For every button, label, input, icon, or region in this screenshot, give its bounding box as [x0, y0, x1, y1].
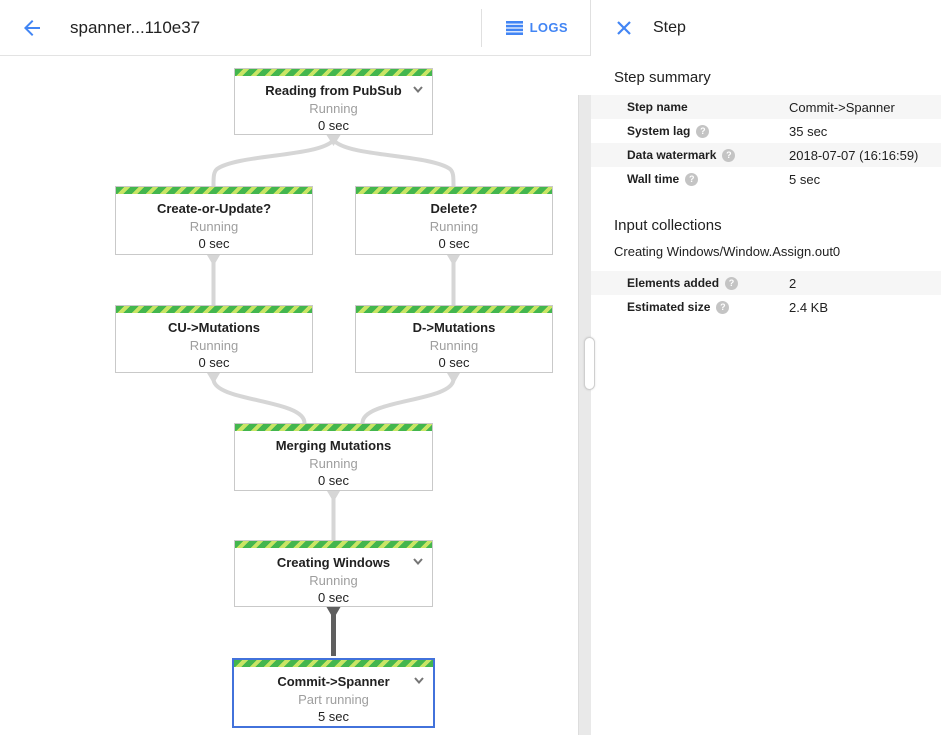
node-title: Reading from PubSub [265, 83, 402, 98]
running-progress-stripe [356, 187, 552, 194]
node-time: 0 sec [317, 473, 350, 488]
running-progress-stripe [356, 306, 552, 313]
node-time: 5 sec [317, 709, 350, 724]
running-progress-stripe [116, 306, 312, 313]
chevron-down-icon[interactable] [411, 82, 425, 96]
step-summary-table: Step name Commit->Spanner System lag? 35… [591, 95, 941, 191]
running-progress-stripe [235, 69, 432, 76]
table-row: Wall time? 5 sec [591, 167, 941, 191]
table-row: System lag? 35 sec [591, 119, 941, 143]
node-title: Delete? [430, 201, 478, 216]
help-icon[interactable]: ? [716, 300, 730, 314]
graph-scrollbar[interactable] [578, 95, 591, 735]
graph-node-cu-mutations[interactable]: CU->Mutations Running 0 sec [115, 305, 313, 373]
node-title: CU->Mutations [167, 320, 261, 335]
running-progress-stripe [235, 541, 432, 548]
header-actions: LOGS [480, 0, 590, 55]
graph-node-reading-from-pubsub[interactable]: Reading from PubSub Running 0 sec [234, 68, 433, 135]
chevron-down-icon[interactable] [411, 554, 425, 568]
row-value: 2018-07-07 (16:16:59) [789, 147, 919, 163]
panel-header: Step [591, 0, 941, 56]
panel-title: Step [653, 19, 686, 36]
node-time: 0 sec [317, 590, 350, 605]
graph-edges [207, 135, 460, 656]
panel-body: Step summary Step name Commit->Spanner S… [591, 56, 941, 319]
help-icon[interactable]: ? [696, 124, 710, 138]
running-progress-stripe [235, 424, 432, 431]
node-status: Running [429, 338, 479, 353]
back-arrow-icon[interactable] [20, 16, 44, 40]
logs-label: LOGS [529, 20, 568, 35]
graph-node-delete[interactable]: Delete? Running 0 sec [355, 186, 553, 255]
chevron-down-icon[interactable] [412, 673, 426, 687]
step-summary-heading: Step summary [614, 69, 711, 86]
running-progress-stripe [116, 187, 312, 194]
row-label: Data watermark? [627, 148, 789, 162]
row-label: System lag? [627, 124, 789, 138]
row-value: 35 sec [789, 123, 828, 139]
help-icon[interactable]: ? [725, 276, 739, 290]
row-label: Estimated size? [627, 300, 789, 314]
node-title: Creating Windows [276, 555, 391, 570]
node-time: 0 sec [198, 355, 230, 370]
logs-icon [505, 20, 523, 35]
row-value: Commit->Spanner [789, 99, 895, 115]
node-status: Running [309, 101, 358, 116]
node-status: Running [309, 573, 358, 588]
graph-node-creating-windows[interactable]: Creating Windows Running 0 sec [234, 540, 433, 607]
node-status: Running [189, 338, 239, 353]
graph-header: spanner...110e37 LOGS [0, 0, 590, 56]
help-icon[interactable]: ? [685, 172, 699, 186]
close-icon[interactable] [615, 19, 633, 37]
row-value: 2.4 KB [789, 299, 829, 315]
node-title: Merging Mutations [275, 438, 392, 453]
node-time: 0 sec [438, 236, 470, 251]
node-title: D->Mutations [412, 320, 496, 335]
panel-resize-handle[interactable] [584, 337, 595, 390]
row-label: Step name [627, 100, 688, 114]
node-title: Commit->Spanner [277, 674, 390, 689]
job-graph-panel: spanner...110e37 LOGS [0, 0, 591, 735]
logs-button[interactable]: LOGS [482, 20, 590, 35]
graph-node-d-mutations[interactable]: D->Mutations Running 0 sec [355, 305, 553, 373]
header-divider [480, 8, 482, 47]
table-row: Data watermark? 2018-07-07 (16:16:59) [591, 143, 941, 167]
row-value: 2 [789, 275, 797, 291]
node-status: Running [189, 219, 239, 234]
collection-name: Creating Windows/Window.Assign.out0 [614, 244, 841, 259]
node-status: Running [309, 456, 358, 471]
graph-node-create-or-update[interactable]: Create-or-Update? Running 0 sec [115, 186, 313, 255]
step-detail-panel: Step Step summary Step name Commit->Span… [591, 0, 941, 735]
node-time: 0 sec [317, 118, 350, 133]
help-icon[interactable]: ? [722, 148, 736, 162]
node-time: 0 sec [198, 236, 230, 251]
node-status: Running [429, 219, 479, 234]
input-collections-table: Elements added? 2 Estimated size? 2.4 KB [591, 271, 941, 319]
node-time: 0 sec [438, 355, 470, 370]
table-row: Step name Commit->Spanner [591, 95, 941, 119]
node-title: Create-or-Update? [156, 201, 272, 216]
graph-canvas: Reading from PubSub Running 0 sec Create… [0, 56, 591, 735]
running-progress-stripe [234, 660, 433, 667]
table-row: Elements added? 2 [591, 271, 941, 295]
table-row: Estimated size? 2.4 KB [591, 295, 941, 319]
graph-node-merging-mutations[interactable]: Merging Mutations Running 0 sec [234, 423, 433, 491]
graph-node-commit-spanner[interactable]: Commit->Spanner Part running 5 sec [232, 658, 435, 728]
job-title: spanner...110e37 [70, 17, 201, 37]
input-collections-heading: Input collections [614, 217, 722, 234]
row-label: Elements added? [627, 276, 789, 290]
node-status: Part running [298, 692, 369, 707]
row-value: 5 sec [789, 171, 821, 187]
row-label: Wall time? [627, 172, 789, 186]
